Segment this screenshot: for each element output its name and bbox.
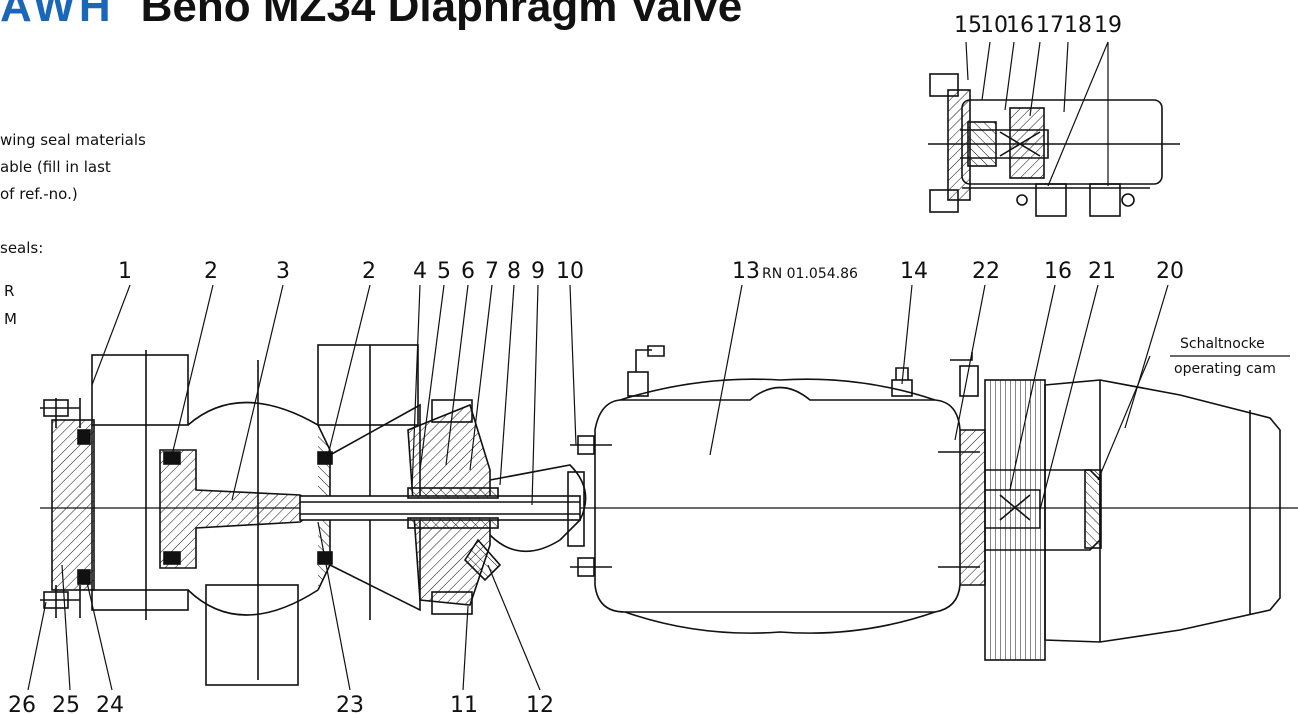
callout-5: 5 <box>437 259 451 284</box>
detail-view <box>928 73 1180 217</box>
callout-1: 1 <box>118 259 132 284</box>
note-line-6: M <box>4 310 17 328</box>
callout-22: 22 <box>972 259 1000 284</box>
note-line-5: R <box>4 282 15 300</box>
callout-21: 21 <box>1088 259 1116 284</box>
page-title: AWH Beno MZ34 Diaphragm Valve <box>0 0 742 32</box>
logo-text: AWH <box>0 0 115 31</box>
control-head <box>950 352 1281 661</box>
callout-4: 4 <box>413 259 427 284</box>
callout-2b: 2 <box>362 259 376 284</box>
callout-10: 10 <box>556 259 584 284</box>
callout-12: 12 <box>526 693 554 714</box>
detail-callout-15: 15 <box>954 13 982 38</box>
note-line-3: of ref.-no.) <box>0 185 78 203</box>
detail-callout-10: 10 <box>980 13 1008 38</box>
note-line-4: seals: <box>0 239 44 257</box>
callout-23: 23 <box>336 693 364 714</box>
callout-13: 13 <box>732 259 760 284</box>
callout-9: 9 <box>531 259 545 284</box>
callout-labels: 1 2 3 2 4 5 6 7 8 9 10 13 RN 01.054.86 1… <box>8 13 1276 714</box>
detail-callout-19: 19 <box>1094 13 1122 38</box>
actuator-housing <box>570 345 980 634</box>
callout-2a: 2 <box>204 259 218 284</box>
valve-body-left <box>91 350 319 680</box>
callout-24: 24 <box>96 693 124 714</box>
cam-label-en: operating cam <box>1174 361 1276 377</box>
detail-callout-16: 16 <box>1006 13 1034 38</box>
callout-8: 8 <box>507 259 521 284</box>
callout-14: 14 <box>900 259 928 284</box>
callout-7: 7 <box>485 259 499 284</box>
callout-11: 11 <box>450 693 478 714</box>
reference-number: RN 01.054.86 <box>762 266 858 282</box>
callout-20: 20 <box>1156 259 1184 284</box>
cam-label-de: Schaltnocke <box>1180 336 1265 352</box>
note-line-1: wing seal materials <box>0 131 146 149</box>
callout-26: 26 <box>8 693 36 714</box>
title-text: Beno MZ34 Diaphragm Valve <box>140 0 743 31</box>
callout-3: 3 <box>276 259 290 284</box>
end-flange <box>40 398 95 618</box>
note-line-2: able (fill in last <box>0 158 111 176</box>
valve-stem <box>299 464 587 553</box>
detail-callout-18: 18 <box>1064 13 1092 38</box>
detail-callout-17: 17 <box>1036 13 1064 38</box>
callout-16: 16 <box>1044 259 1072 284</box>
callout-25: 25 <box>52 693 80 714</box>
leader-lines <box>27 41 1290 691</box>
callout-6: 6 <box>461 259 475 284</box>
